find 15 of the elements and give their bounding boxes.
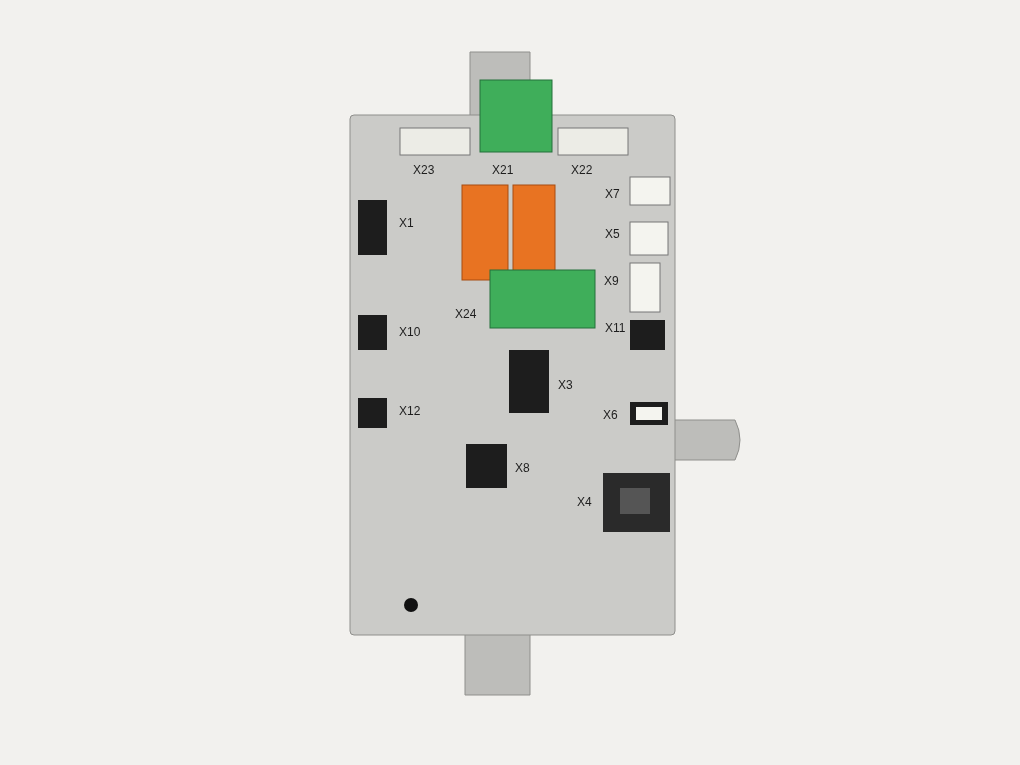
connector-label: X10 — [399, 326, 421, 338]
connector-label: X3 — [558, 379, 573, 391]
connector-label: X24 — [455, 308, 477, 320]
connector-label: X21 — [492, 164, 514, 176]
connector-label: X7 — [605, 188, 620, 200]
connector-label: X11 — [605, 322, 626, 334]
connector-label: X12 — [399, 405, 421, 417]
connector-label: X5 — [605, 228, 620, 240]
connector-label: X1 — [399, 217, 414, 229]
connector-label: X23 — [413, 164, 435, 176]
connector-label: X4 — [577, 496, 592, 508]
connector-label: X6 — [603, 409, 618, 421]
connector-label: X9 — [604, 275, 619, 287]
connector-label: X22 — [571, 164, 593, 176]
connector-label: X8 — [515, 462, 530, 474]
